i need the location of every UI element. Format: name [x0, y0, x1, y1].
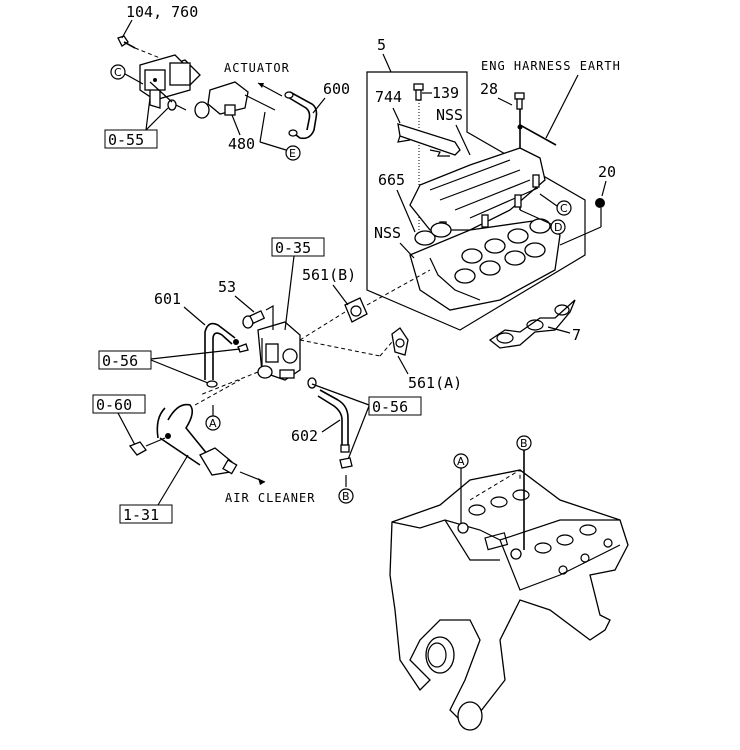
ref-box-0-55: 0-55 — [104, 97, 169, 149]
bolt-small-0-55 — [149, 81, 187, 111]
leader-e2 — [259, 141, 287, 151]
actuator-bracket — [139, 54, 201, 109]
engine-mount-bosses — [425, 636, 483, 731]
ref-box-0-56-left: 0-56 — [98, 348, 241, 384]
gasket-561a — [391, 327, 409, 356]
svg-text:0-60: 0-60 — [96, 396, 132, 414]
label-53: 53 — [218, 278, 236, 296]
ref-box-1-31: 1-31 — [119, 454, 189, 524]
label-nss-top: NSS — [436, 106, 463, 124]
label-744: 744 — [375, 88, 402, 106]
label-20: 20 — [598, 163, 616, 181]
clip-0-56-left — [206, 343, 249, 388]
hose-601 — [183, 306, 239, 380]
nut-20 — [559, 180, 607, 246]
ref-box-0-35: 0-35 — [271, 237, 325, 331]
gasket-561b — [344, 297, 368, 323]
throttle-body — [257, 321, 301, 381]
label-600: 600 — [323, 80, 350, 98]
label-139: 139 — [432, 84, 459, 102]
label-561b: 561(B) — [302, 266, 356, 284]
ref-circle-c-left: C — [110, 64, 144, 85]
bolt-53 — [234, 295, 274, 330]
label-5: 5 — [377, 36, 386, 54]
svg-text:C: C — [560, 202, 568, 215]
svg-text:D: D — [554, 221, 562, 234]
label-104-760: 104, 760 — [126, 3, 198, 21]
svg-text:A: A — [457, 455, 465, 468]
harness-earth-terminal — [517, 124, 557, 146]
actuator-valve-480 — [194, 81, 276, 119]
engine-ports — [457, 489, 613, 575]
label-561a: 561(A) — [408, 374, 462, 392]
svg-text:0-56: 0-56 — [102, 352, 138, 370]
ref-circle-a-engine: A — [453, 453, 469, 523]
svg-text:C: C — [114, 66, 122, 79]
engine-block — [389, 469, 629, 726]
svg-text:B: B — [342, 490, 350, 503]
svg-text:0-56: 0-56 — [372, 398, 408, 416]
label-665: 665 — [378, 171, 405, 189]
intake-plenum — [409, 147, 546, 235]
ref-circle-b-hose: B — [338, 475, 354, 504]
fuel-rail-744 — [397, 123, 461, 157]
ref-circle-c-manifold: C — [539, 193, 572, 216]
ref-circle-e: E — [285, 145, 301, 161]
svg-text:0-35: 0-35 — [275, 239, 311, 257]
ref-circle-b-engine: B — [516, 435, 532, 550]
label-28: 28 — [480, 80, 498, 98]
svg-text:E: E — [289, 147, 296, 160]
label-601: 601 — [154, 290, 181, 308]
svg-text:0-55: 0-55 — [108, 131, 144, 149]
ref-box-0-56-right: 0-56 — [311, 383, 422, 469]
svg-text:A: A — [209, 417, 217, 430]
ref-circle-a-hose: A — [205, 405, 221, 431]
ref-box-0-60: 0-60 — [92, 394, 166, 456]
gasket-7 — [488, 299, 576, 349]
hose-602 — [307, 377, 350, 453]
ref-circle-d-manifold: D — [519, 209, 566, 235]
bolt-104-760 — [117, 35, 161, 59]
label-actuator: ACTUATOR — [224, 61, 290, 75]
air-intake-duct — [156, 379, 266, 485]
label-7: 7 — [572, 326, 581, 344]
label-602: 602 — [291, 427, 318, 445]
leader-e — [259, 111, 266, 143]
svg-text:1-31: 1-31 — [123, 506, 159, 524]
label-air-cleaner: AIR CLEANER — [225, 491, 315, 505]
intake-manifold-lower — [409, 218, 561, 311]
label-nss-mid: NSS — [374, 224, 401, 242]
label-480: 480 — [228, 135, 255, 153]
svg-text:B: B — [520, 437, 528, 450]
label-eng-harness-earth: ENG HARNESS EARTH — [481, 59, 621, 73]
hose-600 — [257, 82, 318, 140]
